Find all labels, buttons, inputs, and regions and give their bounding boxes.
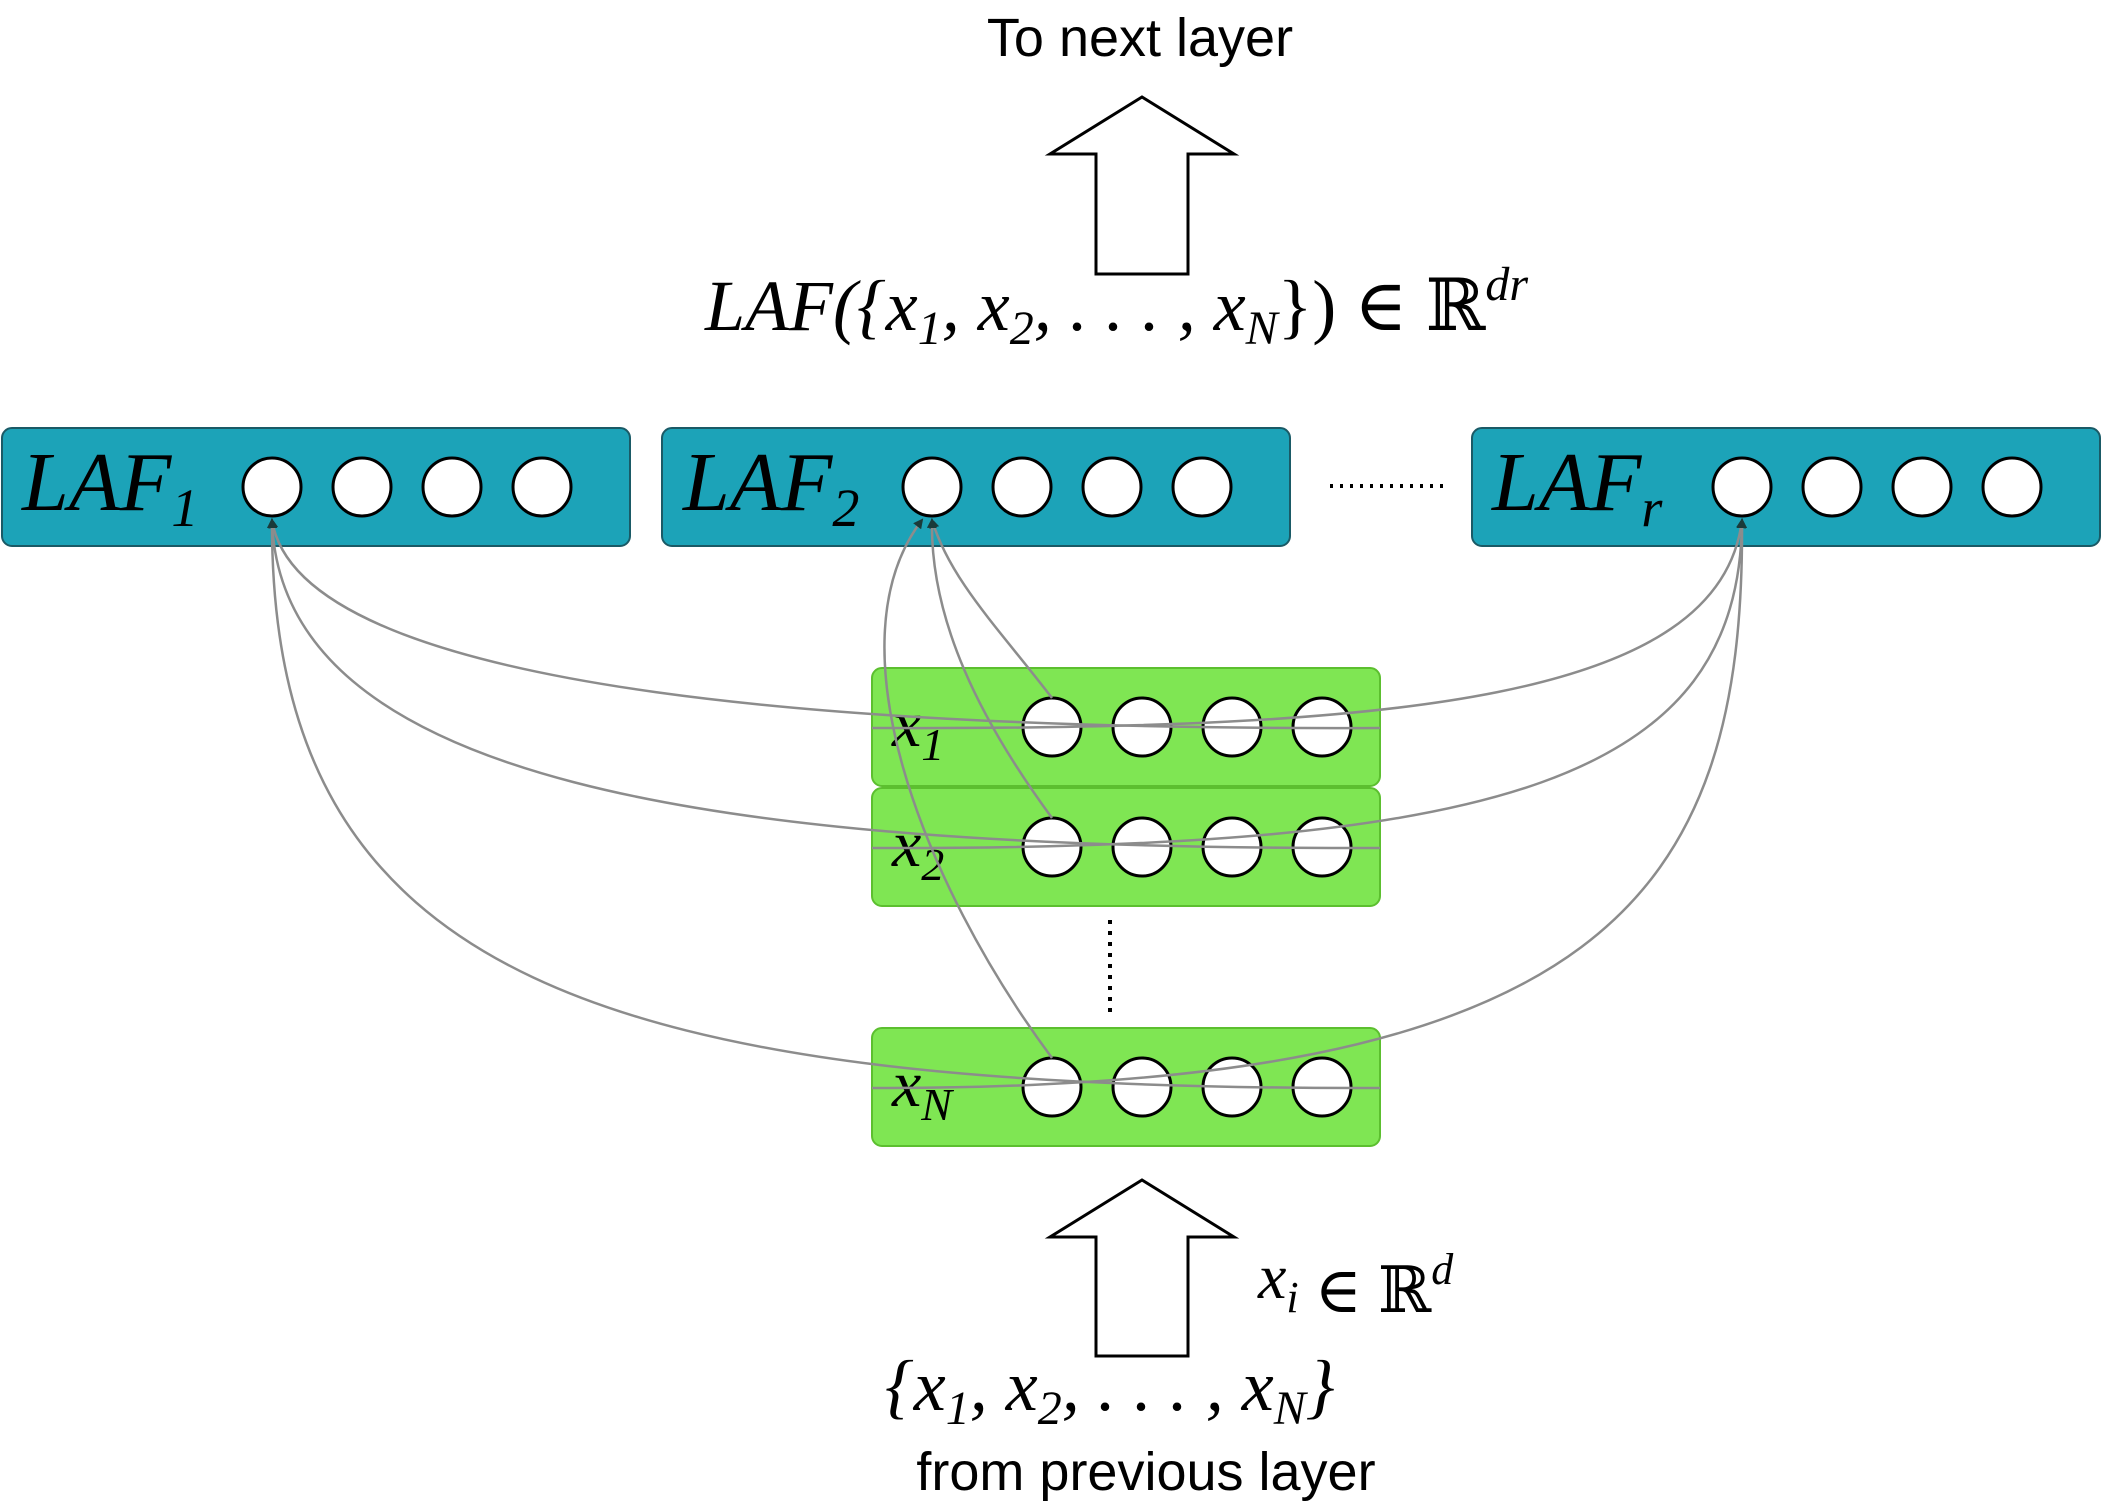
- edge-x2-lafr: [871, 518, 1747, 850]
- laf-2-node: [1081, 456, 1143, 518]
- output-formula: LAF({x1, x2, . . . , xN}) ∈ ℝdr: [704, 258, 1528, 355]
- input-arrow: [1044, 1178, 1240, 1358]
- input-set-formula: {x1, x2, . . . , xN}: [885, 1346, 1335, 1435]
- laf-r-node: [1801, 456, 1863, 518]
- laf-1-node: [511, 456, 573, 518]
- laf-r-node: [1981, 456, 2043, 518]
- input-n-node: [1021, 1056, 1083, 1118]
- laf-box-1: [1, 427, 631, 547]
- input-label-2: x2: [891, 808, 944, 890]
- laf-1-node: [241, 456, 303, 518]
- laf-1-node: [331, 456, 393, 518]
- membership-formula: xi ∈ ℝd: [1257, 1241, 1454, 1326]
- laf-box-2: [661, 427, 1291, 547]
- input-n-neurons: [1021, 1056, 1353, 1118]
- laf-1-neurons: [241, 456, 573, 518]
- laf-2-neurons: [901, 456, 1233, 518]
- laf-r-node: [1891, 456, 1953, 518]
- laf-1-node: [421, 456, 483, 518]
- edge-xn-laf1: [266, 518, 1381, 1090]
- edge-x1-laf2: [929, 518, 1053, 699]
- output-arrow: [1044, 95, 1240, 276]
- laf-label-r: LAFr: [1491, 436, 1663, 538]
- laf-2-node: [1171, 456, 1233, 518]
- laf-r-neurons: [1711, 456, 2043, 518]
- edge-x2-laf2: [926, 518, 1054, 819]
- input-n-node: [1111, 1056, 1173, 1118]
- laf-2-node: [991, 456, 1053, 518]
- input-label-1: x1: [891, 688, 944, 770]
- laf-label-1: LAF1: [21, 436, 198, 538]
- laf-2-node: [901, 456, 963, 518]
- connections: [266, 518, 1748, 1090]
- laf-r-node: [1711, 456, 1773, 518]
- edge-xn-lafr: [871, 518, 1748, 1090]
- laf-label-2: LAF2: [682, 436, 859, 538]
- edge-x1-lafr: [871, 518, 1746, 730]
- laf-box-r: [1471, 427, 2101, 547]
- edge-x1-laf1: [268, 518, 1381, 730]
- bottom-caption: from previous layer: [916, 1442, 1375, 1502]
- edge-xn-laf2: [883, 518, 1054, 1059]
- top-caption: To next layer: [987, 8, 1293, 68]
